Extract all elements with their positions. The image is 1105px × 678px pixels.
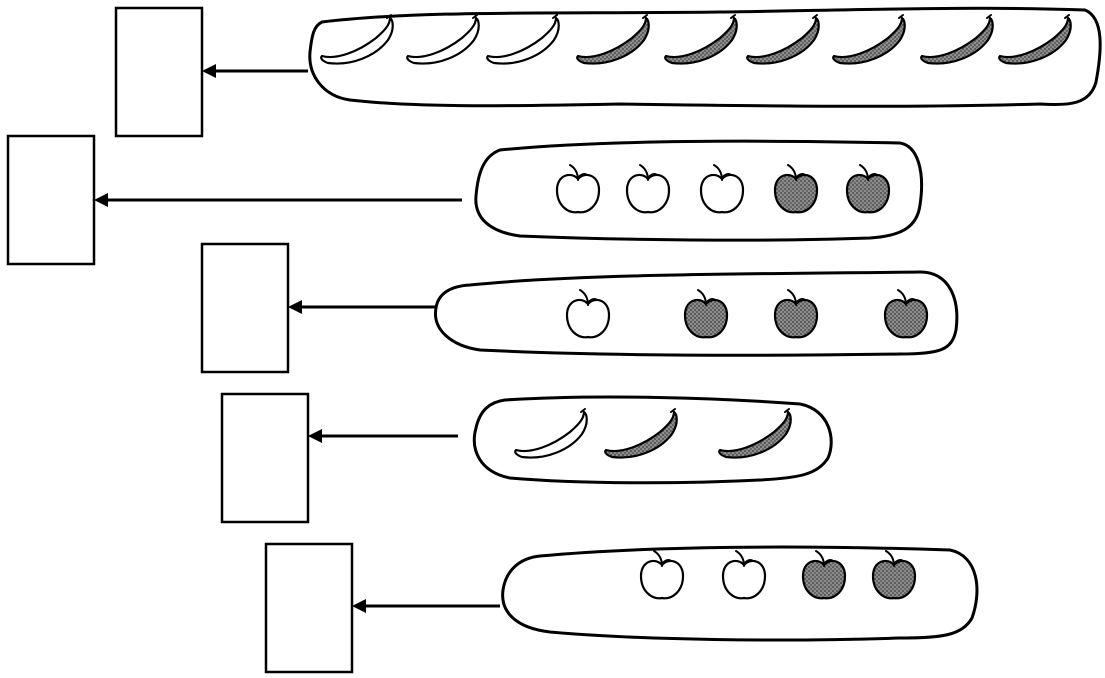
banana-icon [832,14,906,65]
banana-icon [406,14,480,65]
banana-icon [718,408,792,459]
answer-box[interactable] [264,542,354,674]
arrow-left-icon [202,64,308,78]
banana-icon [576,14,650,65]
worksheet-row [114,6,1102,138]
apple-icon [721,550,767,600]
answer-box[interactable] [200,242,290,374]
apple-icon [773,289,819,339]
worksheet-row [6,134,924,266]
arrow-left-icon [288,300,436,314]
apple-icon [683,289,729,339]
worksheet-row [220,392,833,524]
worksheet-row [264,542,979,674]
apple-icon [699,164,745,214]
banana-icon [664,14,738,65]
apple-icon [773,164,819,214]
banana-icon [604,408,678,459]
apple-icon [871,550,917,600]
apple-icon [883,289,929,339]
banana-icon [746,14,820,65]
banana-icon [320,14,394,65]
banana-icon [486,14,560,65]
banana-icon [920,14,994,65]
fruit-group-outline [474,139,924,242]
apple-icon [801,550,847,600]
arrow-left-icon [94,193,462,207]
apple-icon [639,550,685,600]
arrow-left-icon [308,429,458,443]
apple-icon [845,164,891,214]
answer-box[interactable] [114,6,204,138]
arrow-left-icon [352,599,500,613]
apple-icon [555,164,601,214]
banana-icon [514,408,588,459]
apple-icon [565,289,611,339]
banana-icon [998,14,1072,65]
answer-box[interactable] [6,134,96,266]
answer-box[interactable] [220,392,310,524]
apple-icon [625,164,671,214]
worksheet-row [200,242,959,374]
